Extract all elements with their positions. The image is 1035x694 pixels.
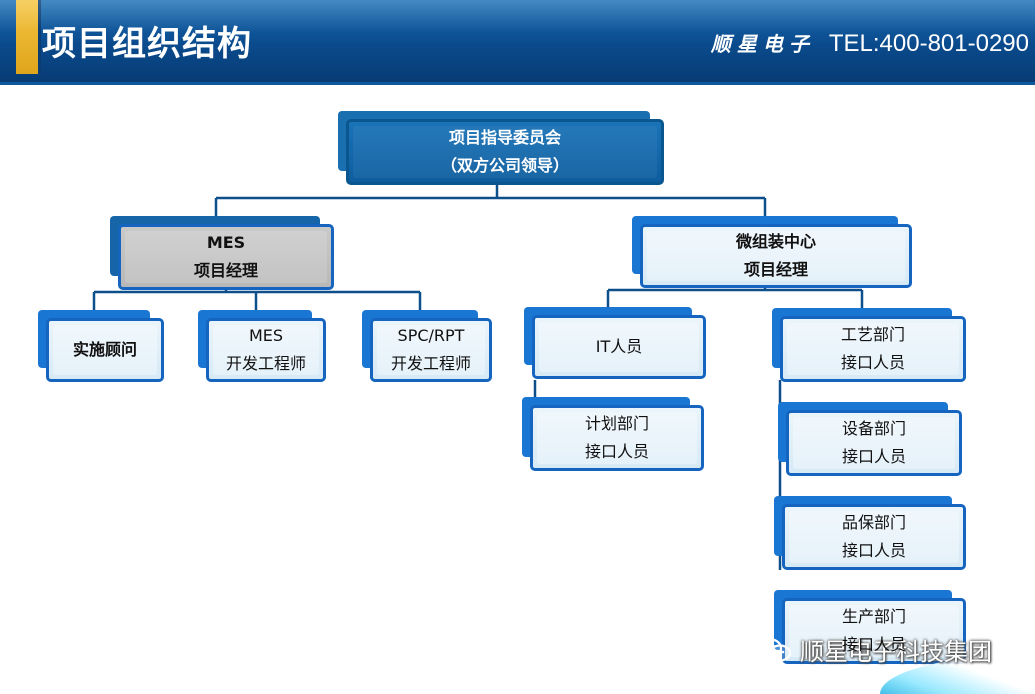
- mes-dev-line2: 开发工程师: [225, 354, 306, 373]
- watermark-text: 顺星电子科技集团: [800, 638, 992, 666]
- brand-name: 顺星电子: [710, 32, 815, 56]
- mes-dev-line1: MES: [248, 326, 284, 345]
- planning-dept-node: 计划部门 接口人员: [522, 397, 706, 473]
- header-brand: 顺星电子 TEL:400-801-0290: [711, 28, 1029, 58]
- process-line1: 工艺部门: [840, 325, 905, 344]
- equipment-line2: 接口人员: [841, 447, 906, 466]
- consultant-node: 实施顾问: [38, 310, 166, 384]
- equipment-line1: 设备部门: [841, 419, 906, 438]
- mes-pm-line2: 项目经理: [193, 261, 258, 280]
- quality-dept-node: 品保部门 接口人员: [774, 496, 968, 572]
- production-line1: 生产部门: [841, 607, 906, 626]
- it-staff-node: IT人员: [524, 307, 708, 381]
- production-line2: 接口人员: [841, 635, 906, 654]
- spc-dev-line1: SPC/RPT: [397, 326, 465, 345]
- watermark: 顺星电子科技集团: [754, 632, 992, 667]
- spc-rpt-developer-node: SPC/RPT 开发工程师: [362, 310, 494, 384]
- planning-line1: 计划部门: [584, 414, 649, 433]
- micro-center-line2: 项目经理: [743, 260, 808, 279]
- steering-committee-node: 项目指导委员会 （双方公司领导）: [338, 111, 666, 187]
- mes-project-manager-node: MES 项目经理: [110, 216, 336, 292]
- steering-committee-title: 项目指导委员会: [448, 128, 561, 147]
- steering-committee-subtitle: （双方公司领导）: [440, 156, 569, 175]
- mes-developer-node: MES 开发工程师: [198, 310, 328, 384]
- process-line2: 接口人员: [840, 353, 905, 372]
- quality-line1: 品保部门: [841, 513, 906, 532]
- wechat-icon: [755, 637, 792, 662]
- consultant-label: 实施顾问: [72, 340, 137, 359]
- brand-tel: TEL:400-801-0290: [828, 30, 1029, 57]
- process-dept-node: 工艺部门 接口人员: [772, 308, 968, 384]
- mes-pm-line1: MES: [206, 233, 246, 252]
- spc-dev-line2: 开发工程师: [390, 354, 471, 373]
- micro-assembly-center-node: 微组装中心 项目经理: [632, 216, 914, 290]
- micro-center-line1: 微组装中心: [735, 232, 816, 251]
- planning-line2: 接口人员: [584, 442, 649, 461]
- it-staff-label: IT人员: [595, 337, 643, 356]
- equipment-dept-node: 设备部门 接口人员: [778, 402, 964, 478]
- quality-line2: 接口人员: [841, 541, 906, 560]
